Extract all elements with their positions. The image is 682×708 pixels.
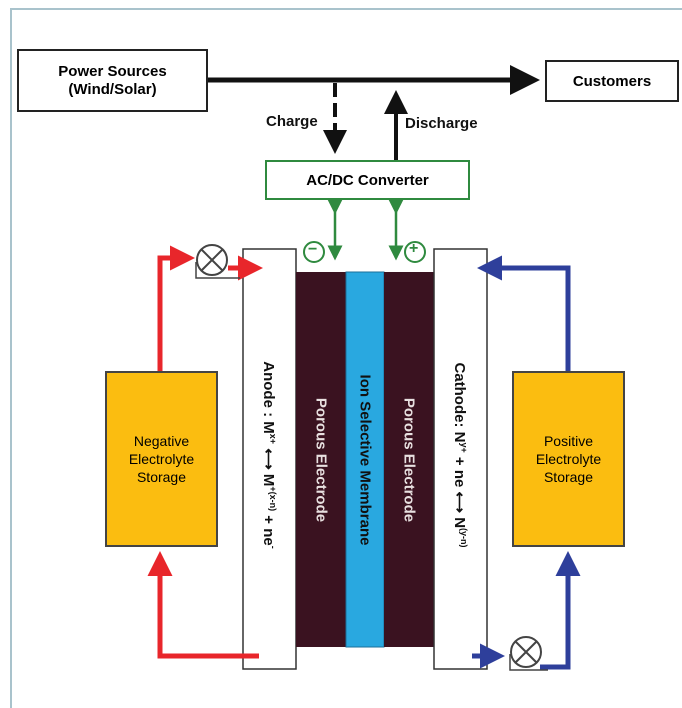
anode-reaction-label: Anode : Mx+ ⟷ M+(x-n) + ne-: [260, 361, 278, 548]
converter-label: AC/DC Converter: [306, 171, 429, 189]
porous-electrode-left: [296, 272, 346, 647]
plus-sign: +: [409, 240, 419, 257]
cathode-mid: + ne: [451, 452, 468, 492]
negative-terminal-icon: [303, 241, 325, 263]
pump-icon-negative: [195, 244, 240, 279]
minus-sign: −: [308, 241, 318, 258]
customers-box: Customers: [545, 60, 679, 102]
figure-frame: [10, 8, 682, 708]
anode-sup1: x+: [268, 433, 278, 445]
porous-electrode-left-label: Porous Electrode: [312, 397, 330, 523]
cathode-sup2: (y-n): [459, 528, 469, 548]
anode-prefix: Anode : M: [260, 361, 277, 434]
power-sources-line2: (Wind/Solar): [68, 80, 157, 98]
anode-suffix: + ne: [260, 511, 277, 546]
negative-storage-line3: Storage: [136, 469, 187, 485]
anode-arrow: ⟷: [260, 448, 277, 470]
power-sources-line1: Power Sources: [58, 62, 167, 80]
anode-mid: M: [260, 473, 277, 487]
porous-electrode-right-label: Porous Electrode: [400, 397, 418, 523]
negative-electrolyte-storage: Negative Electrolyte Storage: [105, 371, 218, 547]
positive-terminal-icon: [404, 241, 426, 263]
red-flow-upper: [157, 245, 195, 371]
ion-selective-membrane: [345, 271, 385, 648]
anode-sup2: +(x-n): [268, 486, 278, 512]
porous-electrode-right: [384, 272, 434, 647]
blue-flow-lower: [540, 551, 581, 670]
cathode-end: N: [451, 513, 468, 529]
positive-storage-line1: Positive: [543, 433, 593, 449]
charge-label: Charge: [266, 113, 318, 130]
cathode-sup1: y+: [459, 442, 469, 453]
cathode-prefix: Cathode: N: [451, 362, 468, 443]
customers-label: Customers: [572, 72, 652, 90]
negative-storage-line2: Electrolyte: [128, 451, 195, 467]
positive-storage-line3: Storage: [543, 469, 594, 485]
anode-slab: [242, 248, 297, 670]
blue-flow-upper: [477, 255, 571, 371]
positive-storage-line2: Electrolyte: [535, 451, 602, 467]
red-flow-lower: [147, 551, 259, 659]
anode-sup3: -: [268, 545, 278, 549]
pump-icon-positive: [509, 636, 548, 671]
negative-storage-line1: Negative: [133, 433, 190, 449]
cathode-slab: [433, 248, 488, 670]
discharge-label: Discharge: [405, 115, 478, 132]
power-sources-box: Power Sources (Wind/Solar): [17, 49, 208, 112]
membrane-label: Ion Selective Membrane: [356, 374, 374, 546]
positive-electrolyte-storage: Positive Electrolyte Storage: [512, 371, 625, 547]
cathode-reaction-label: Cathode: Ny+ + ne ⟷ N(y-n): [451, 362, 469, 547]
cathode-arrow: ⟷: [451, 491, 468, 514]
converter-box: AC/DC Converter: [265, 160, 470, 200]
